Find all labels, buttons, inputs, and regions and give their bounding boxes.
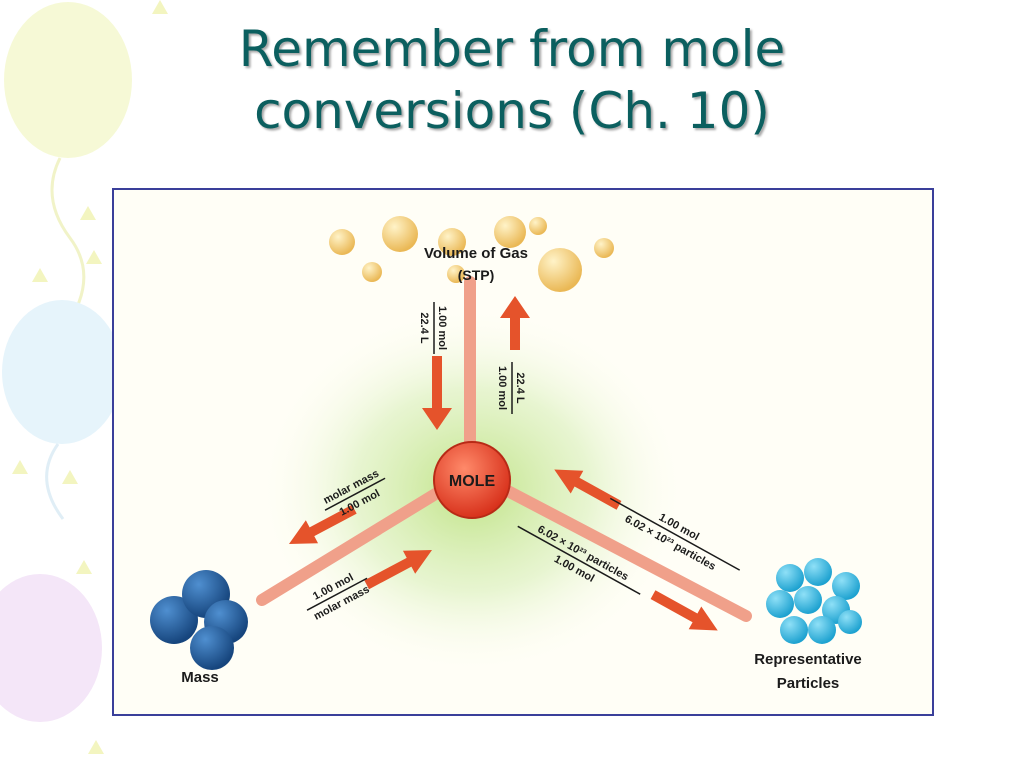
factor-gas-from-mole: 22.4 L 1.00 mol [496, 362, 526, 414]
balloon-pink-decoration [0, 574, 102, 722]
particles-cluster-icon [766, 558, 862, 644]
path-to-particles [500, 484, 752, 622]
arrow-mole-to-gas [500, 296, 530, 350]
gas-bubbles-icon [329, 216, 614, 292]
diagram-canvas: MOLE Volume of Gas (STP) Mass Representa… [150, 216, 862, 692]
confetti-decoration [12, 0, 168, 754]
connecting-paths [256, 276, 752, 622]
particles-label-line-2: Particles [777, 675, 840, 692]
arrow-gas-to-mole [422, 356, 452, 430]
particles-label-line-1: Representative [754, 651, 862, 668]
factor-denominator: 1.00 mol [496, 366, 508, 410]
arrow-mole-to-mass [288, 504, 357, 544]
factor-denominator: 22.4 L [418, 312, 430, 343]
gas-label-line-2: (STP) [458, 267, 495, 283]
gas-label-line-1: Volume of Gas [424, 245, 528, 262]
balloon-yellow-decoration [4, 2, 132, 329]
arrow-mass-to-mole [364, 550, 433, 590]
conversion-arrows [288, 296, 718, 631]
mass-spheres-icon [150, 570, 248, 670]
slide-title: Remember from mole conversions (Ch. 10) [0, 18, 1024, 142]
factor-numerator: 1.00 mol [436, 306, 448, 350]
factor-numerator: 22.4 L [514, 372, 526, 403]
slide-title-line-1: Remember from mole [238, 20, 786, 78]
slide-title-line-2: conversions (Ch. 10) [254, 82, 770, 140]
mole-label: MOLE [449, 473, 496, 490]
balloon-blue-decoration [2, 300, 122, 520]
mole-conversion-diagram: MOLE Volume of Gas (STP) Mass Representa… [112, 188, 934, 716]
path-to-mass [256, 484, 448, 606]
factor-mole-from-gas: 1.00 mol 22.4 L [418, 302, 448, 354]
arrow-mole-to-particles [650, 590, 718, 631]
arrow-particles-to-mole [554, 469, 622, 510]
mole-circle [433, 441, 511, 519]
mass-label: Mass [181, 669, 219, 686]
